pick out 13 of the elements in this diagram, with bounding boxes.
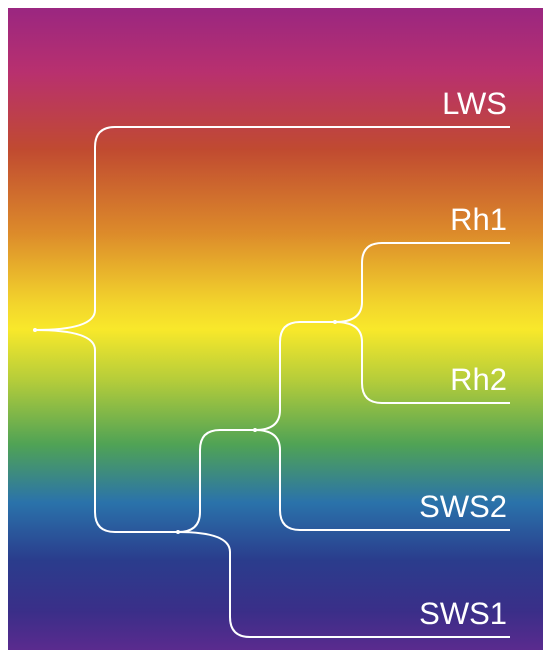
leaf-label: Rh2: [450, 363, 507, 397]
leaf-label: SWS2: [419, 490, 507, 524]
leaf-label: Rh1: [450, 203, 507, 237]
branch-point: [176, 530, 180, 534]
tree-branch: [334, 321, 510, 404]
leaf-label: SWS1: [419, 597, 507, 631]
branch-point: [253, 428, 257, 432]
tree-branch: [34, 329, 178, 533]
leaf-label: LWS: [442, 87, 507, 121]
branch-point: [333, 320, 337, 324]
tree-branch: [254, 429, 510, 531]
tree-branch: [178, 531, 510, 638]
branch-point: [33, 328, 37, 332]
